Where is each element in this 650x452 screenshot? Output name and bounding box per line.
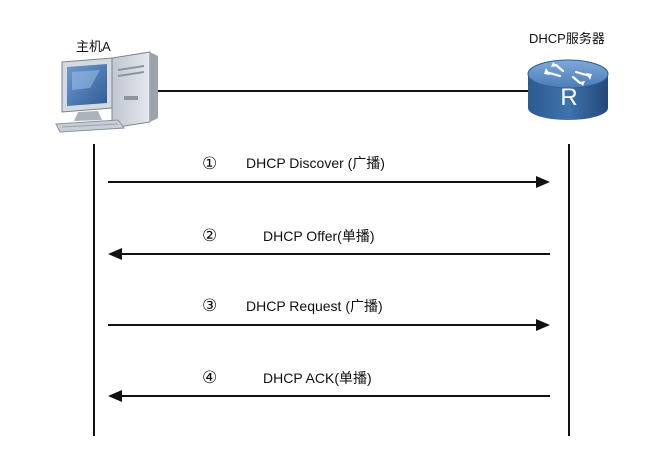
message-arrow-1 [108, 176, 550, 188]
message-arrow-2 [108, 248, 550, 260]
router-icon [527, 59, 609, 120]
server-label: DHCP服务器 [529, 31, 605, 46]
message-label-3: DHCP Request (广播) [246, 298, 383, 314]
step-number-4: ④ [202, 368, 218, 387]
desktop-computer-icon [55, 51, 158, 133]
step-number-2: ② [202, 226, 218, 245]
message-arrow-3 [108, 319, 550, 331]
message-arrow-4 [108, 390, 550, 402]
client-label: 主机A [76, 39, 111, 54]
message-label-4: DHCP ACK(单播) [263, 370, 372, 386]
message-label-2: DHCP Offer(单播) [263, 228, 375, 244]
message-label-1: DHCP Discover (广播) [246, 155, 385, 171]
step-number-1: ① [202, 154, 218, 173]
router-badge: R [560, 84, 578, 111]
step-number-3: ③ [202, 296, 218, 315]
